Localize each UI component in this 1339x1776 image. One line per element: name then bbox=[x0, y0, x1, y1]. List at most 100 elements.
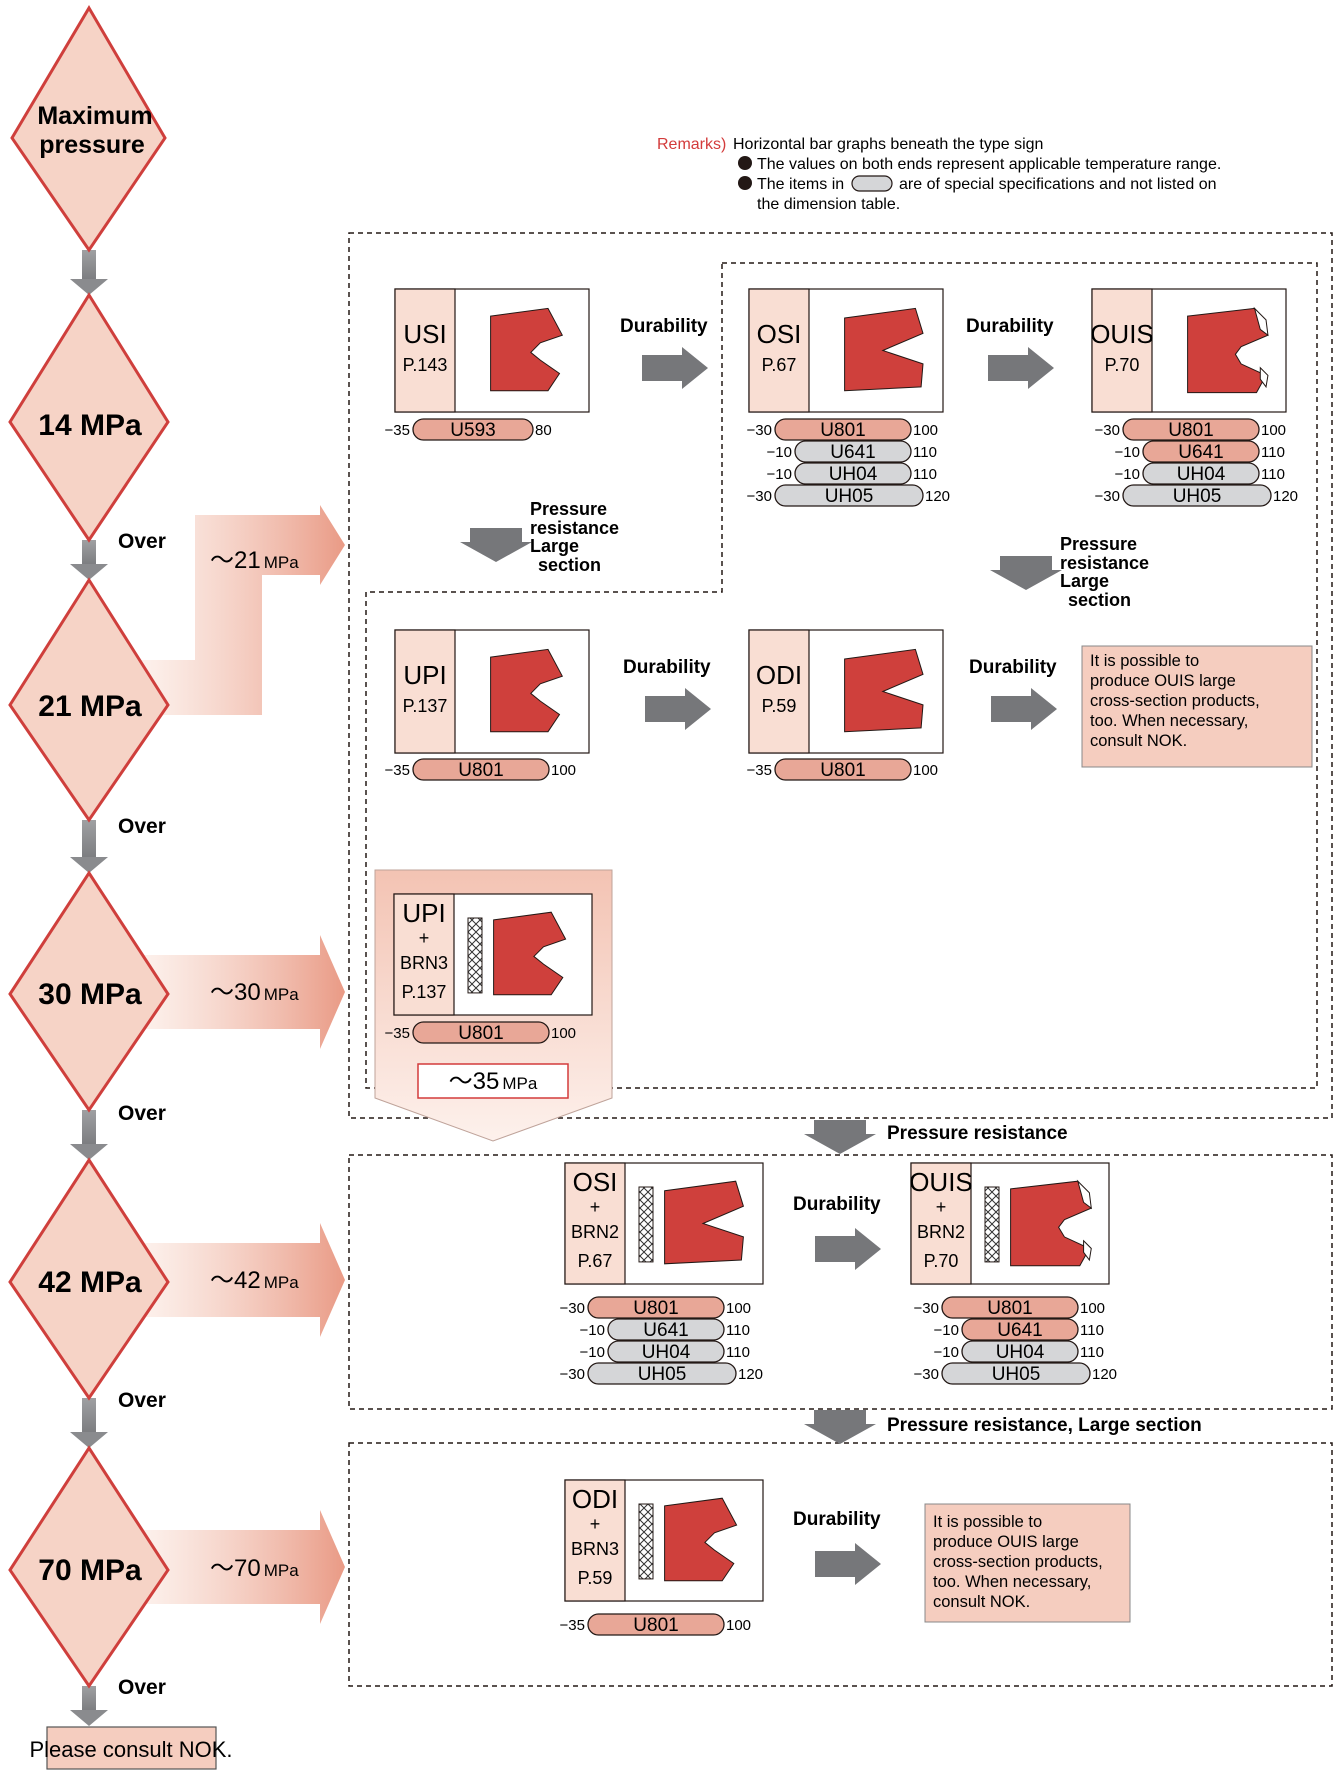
backup-ring-icon bbox=[984, 1186, 1000, 1263]
material-name: U801 bbox=[820, 420, 865, 441]
dust-lip-icon bbox=[1253, 306, 1269, 337]
remarks: Remarks) Horizontal bar graphs beneath t… bbox=[657, 136, 1221, 213]
temp-min: −30 bbox=[914, 1300, 939, 1317]
over-labels: Over Over Over Over Over bbox=[118, 530, 166, 1699]
diamond-21mpa: 21 MPa bbox=[8, 577, 170, 823]
pressure-resistance-large-label: Pressure resistance, Large section bbox=[887, 1415, 1202, 1436]
product-page: P.137 bbox=[402, 982, 447, 1002]
diamond-30mpa: 30 MPa bbox=[8, 870, 170, 1113]
diamond-42mpa: 42 MPa bbox=[8, 1157, 170, 1401]
durability-arrow bbox=[988, 347, 1054, 389]
durability-label: Durability bbox=[620, 316, 708, 337]
product-page: P.143 bbox=[403, 355, 448, 375]
remarks-line2: The values on both ends represent applic… bbox=[757, 156, 1221, 173]
dashed-regions bbox=[348, 232, 1333, 1687]
diamond-start: Maximum pressure bbox=[10, 5, 167, 253]
note-line: consult NOK. bbox=[1090, 732, 1187, 750]
down-connector bbox=[70, 1110, 108, 1160]
temp-min: −10 bbox=[767, 444, 792, 461]
material-name: U801 bbox=[820, 760, 865, 781]
backup-ring-icon bbox=[638, 1503, 654, 1580]
pressure-large-label: section bbox=[538, 555, 601, 575]
temp-max: 100 bbox=[1261, 422, 1286, 439]
bullet-icon bbox=[738, 176, 752, 190]
over-label: Over bbox=[118, 530, 166, 553]
dust-lip-icon bbox=[1083, 1239, 1092, 1262]
temp-min: −35 bbox=[560, 1617, 585, 1634]
start-label-line2: pressure bbox=[39, 131, 145, 159]
plus-sign: + bbox=[590, 1514, 601, 1534]
remarks-label: Remarks) bbox=[657, 136, 726, 153]
note-line: consult NOK. bbox=[933, 1593, 1030, 1611]
material-name: U801 bbox=[987, 1298, 1032, 1319]
temp-min: −30 bbox=[560, 1366, 585, 1383]
remarks-line1: Horizontal bar graphs beneath the type s… bbox=[733, 136, 1043, 153]
product-cards: USIP.143OSIP.67OUISP.70UPIP.137ODIP.59UP… bbox=[393, 288, 1287, 1602]
level-30mpa: 30 MPa bbox=[38, 978, 142, 1011]
dust-lip-icon bbox=[1259, 366, 1269, 389]
product-name: OUIS bbox=[909, 1167, 973, 1197]
down-connector bbox=[70, 250, 108, 295]
material-name: UH04 bbox=[1177, 464, 1226, 485]
pressure-large-arrow bbox=[990, 556, 1062, 590]
pressure-large-label: Large bbox=[1060, 571, 1109, 591]
seal-profile-icon bbox=[664, 1180, 745, 1265]
temp-max: 110 bbox=[1261, 466, 1285, 483]
temp-max: 110 bbox=[913, 466, 937, 483]
note-line: produce OUIS large bbox=[1090, 672, 1236, 690]
material-name: U641 bbox=[1178, 442, 1223, 463]
temp-max: 80 bbox=[535, 422, 552, 439]
remarks-line3b: are of special specifications and not li… bbox=[899, 176, 1217, 193]
material-name: U641 bbox=[997, 1320, 1042, 1341]
note-line: cross-section products, bbox=[1090, 692, 1260, 710]
product-page: P.137 bbox=[403, 696, 448, 716]
down-connector bbox=[70, 1398, 108, 1448]
temp-min: −30 bbox=[914, 1366, 939, 1383]
vertical-flow-connectors bbox=[70, 250, 108, 1726]
remarks-line3a: The items in bbox=[757, 176, 844, 193]
material-name: U801 bbox=[633, 1615, 678, 1636]
temp-min: −10 bbox=[934, 1322, 959, 1339]
over-label: Over bbox=[118, 815, 166, 838]
product-page: P.67 bbox=[578, 1251, 613, 1271]
plus-sign: + bbox=[419, 928, 430, 948]
temp-min: −35 bbox=[747, 762, 772, 779]
plus-sign: + bbox=[590, 1197, 601, 1217]
temp-max: 100 bbox=[726, 1617, 751, 1634]
bullet-icon bbox=[738, 156, 752, 170]
product-name: ODI bbox=[756, 660, 802, 690]
flow-labels: Durability Durability Durability Durabil… bbox=[530, 316, 1202, 1530]
temp-min: −30 bbox=[1095, 488, 1120, 505]
pressure-large-label: Pressure bbox=[530, 499, 607, 519]
backup-ring-name: BRN2 bbox=[571, 1222, 619, 1242]
temp-max: 110 bbox=[1080, 1344, 1104, 1361]
material-name: UH04 bbox=[996, 1342, 1045, 1363]
product-page: P.70 bbox=[1105, 355, 1140, 375]
note-line: too. When necessary, bbox=[1090, 712, 1248, 730]
dust-lip-icon bbox=[1076, 1179, 1092, 1210]
product-name: OUIS bbox=[1090, 319, 1154, 349]
material-name: UH04 bbox=[642, 1342, 691, 1363]
plus-sign: + bbox=[936, 1197, 947, 1217]
material-name: U801 bbox=[458, 1023, 503, 1044]
product-page: P.67 bbox=[762, 355, 797, 375]
note-line: It is possible to bbox=[933, 1513, 1042, 1531]
temp-min: −35 bbox=[385, 1025, 410, 1042]
